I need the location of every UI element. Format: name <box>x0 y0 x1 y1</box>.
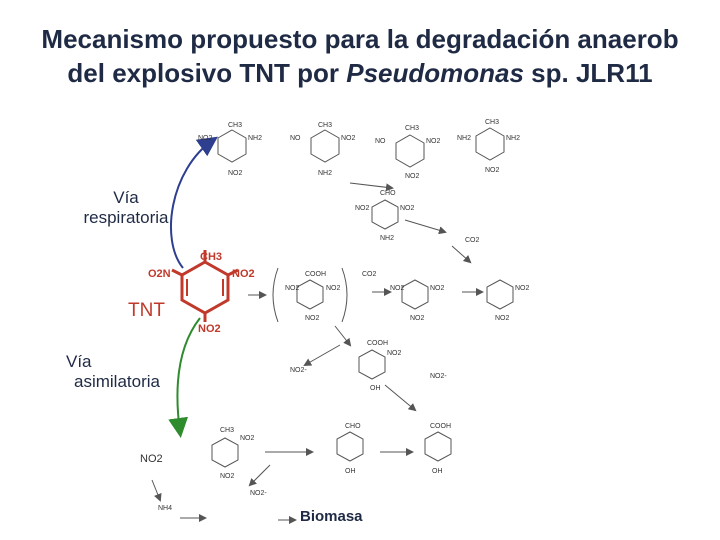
tnt-o2n-label: O2N <box>148 268 171 280</box>
title-species: Pseudomonas <box>346 58 524 88</box>
title-line-2-suffix: sp. JLR11 <box>523 58 653 88</box>
chem-no2-2: NO2 <box>228 170 243 177</box>
via-respiratoria-line-2: respiratoria <box>83 208 169 227</box>
via-respiratoria-label: Vía respiratoria <box>76 188 176 228</box>
chem-nh2-4: NH2 <box>506 135 520 142</box>
chem-ch3-3: CH3 <box>405 125 419 132</box>
tnt-no2-bottom-label: NO2 <box>198 323 221 335</box>
via-respiratoria-line-1: Vía <box>113 188 139 207</box>
chem-ch3-4: CH3 <box>485 119 499 126</box>
title-line-1-text: Mecanismo propuesto para la degradación … <box>41 24 679 54</box>
via-asimilatoria-line-1: Vía <box>66 352 92 371</box>
chem-oh-2: OH <box>345 468 356 475</box>
chem-no2-3: NO2 <box>341 135 356 142</box>
chem-no2-1: NO2 <box>198 135 213 142</box>
chem-nh2-2: NH2 <box>318 170 332 177</box>
chem-no2-18: NO2 <box>240 435 255 442</box>
chem-no2-16: NO2 <box>495 315 510 322</box>
chem-co2-2: CO2 <box>362 271 377 278</box>
chem-cooh-1: COOH <box>305 271 326 278</box>
chem-no2-14: NO2 <box>410 315 425 322</box>
chem-no2-11: NO2 <box>305 315 320 322</box>
chem-no2-minus-4: NO2 <box>140 453 163 465</box>
chem-nh2-1: NH2 <box>248 135 262 142</box>
title-line-1: Mecanismo propuesto para la degradación … <box>0 24 720 55</box>
chem-no2-6: NO2 <box>485 167 500 174</box>
chem-no2-7: NO2 <box>355 205 370 212</box>
respiratory-arrow <box>170 136 218 269</box>
chem-oh-1: OH <box>370 385 381 392</box>
chem-no2-15: NO2 <box>515 285 530 292</box>
chem-no2-13: NO2 <box>430 285 445 292</box>
title-line-2: del explosivo TNT por Pseudomonas sp. JL… <box>0 58 720 89</box>
tnt-ch3-label: CH3 <box>200 251 222 263</box>
chem-ch3-5: CH3 <box>220 427 234 434</box>
chem-ch3-2: CH3 <box>318 122 332 129</box>
chem-no2-minus-1: NO2- <box>290 367 307 374</box>
chem-no2-5: NO2 <box>405 173 420 180</box>
tnt-label: TNT <box>128 300 165 321</box>
chem-nh4: NH4 <box>158 505 172 512</box>
biomasa-label: Biomasa <box>300 508 363 525</box>
chem-cooh-3: COOH <box>430 423 451 430</box>
tnt-ring <box>171 250 239 322</box>
chem-nh2-5: NH2 <box>380 235 394 242</box>
chem-no2-12: NO2 <box>390 285 405 292</box>
chem-no2-10: NO2 <box>326 285 341 292</box>
tnt-no2-right-label: NO2 <box>232 268 255 280</box>
chem-cho-2: CHO <box>345 423 361 430</box>
chem-no-1: NO <box>290 135 301 142</box>
chem-cho: CHO <box>380 190 396 197</box>
reaction-arrows <box>151 182 484 524</box>
chem-no2-8: NO2 <box>400 205 415 212</box>
chem-no2-4: NO2 <box>426 138 441 145</box>
chem-no-2: NO <box>375 138 386 145</box>
chem-oh-3: OH <box>432 468 443 475</box>
via-asimilatoria-line-2: asimilatoria <box>74 372 160 391</box>
chem-nh2-3: NH2 <box>457 135 471 142</box>
chem-cooh-2: COOH <box>367 340 388 347</box>
chem-no2-minus-3: NO2- <box>250 490 267 497</box>
bracket-marks <box>272 267 348 323</box>
chem-no2-17: NO2 <box>387 350 402 357</box>
chem-no2-9: NO2 <box>285 285 300 292</box>
assimilatory-arrow <box>168 317 201 438</box>
chem-no2-minus-2: NO2- <box>430 373 447 380</box>
title-line-2-prefix: del explosivo TNT por <box>67 58 347 88</box>
chem-no2-19: NO2 <box>220 473 235 480</box>
chem-ch3-1: CH3 <box>228 122 242 129</box>
via-asimilatoria-label: Vía asimilatoria <box>66 352 176 392</box>
chem-co2-1: CO2 <box>465 237 480 244</box>
intermediate-rings <box>211 127 514 468</box>
